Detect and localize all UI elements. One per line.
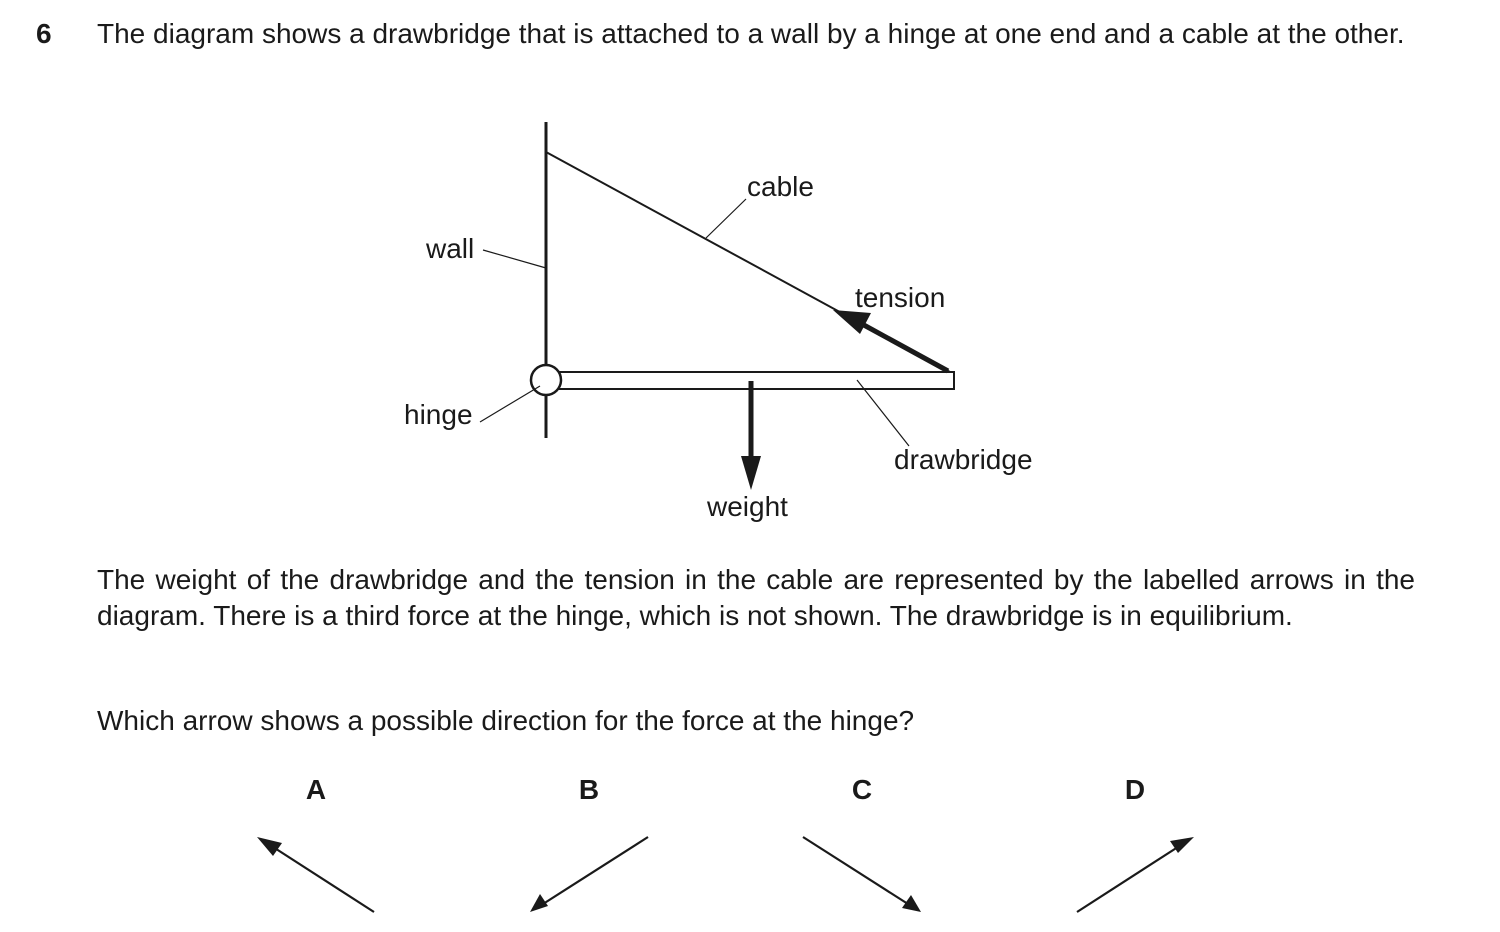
label-cable: cable bbox=[747, 171, 814, 202]
label-tension: tension bbox=[855, 282, 945, 313]
question-prompt: Which arrow shows a possible direction f… bbox=[97, 705, 915, 736]
option-a-arrow bbox=[257, 837, 375, 913]
label-weight: weight bbox=[706, 491, 788, 522]
option-a-label: A bbox=[306, 774, 326, 805]
option-b-arrow bbox=[530, 836, 649, 912]
question-number: 6 bbox=[36, 18, 52, 49]
tension-arrow bbox=[833, 310, 950, 374]
weight-arrow bbox=[741, 381, 761, 490]
wall-leader bbox=[482, 249, 547, 269]
cable-leader bbox=[705, 198, 747, 239]
label-hinge: hinge bbox=[404, 399, 473, 430]
option-d-arrow bbox=[1076, 837, 1194, 913]
option-c-arrow bbox=[802, 836, 921, 912]
question-intro: The diagram shows a drawbridge that is a… bbox=[97, 18, 1405, 49]
option-c-label: C bbox=[852, 774, 872, 805]
option-b-label: B bbox=[579, 774, 599, 805]
label-drawbridge: drawbridge bbox=[894, 444, 1033, 475]
label-wall: wall bbox=[425, 233, 474, 264]
hinge-leader bbox=[479, 385, 541, 423]
drawbridge-leader bbox=[856, 379, 910, 447]
hinge-circle bbox=[529, 363, 563, 397]
drawbridge-plank bbox=[557, 371, 955, 390]
option-d-label: D bbox=[1125, 774, 1145, 805]
question-body: The weight of the drawbridge and the ten… bbox=[97, 564, 1415, 631]
